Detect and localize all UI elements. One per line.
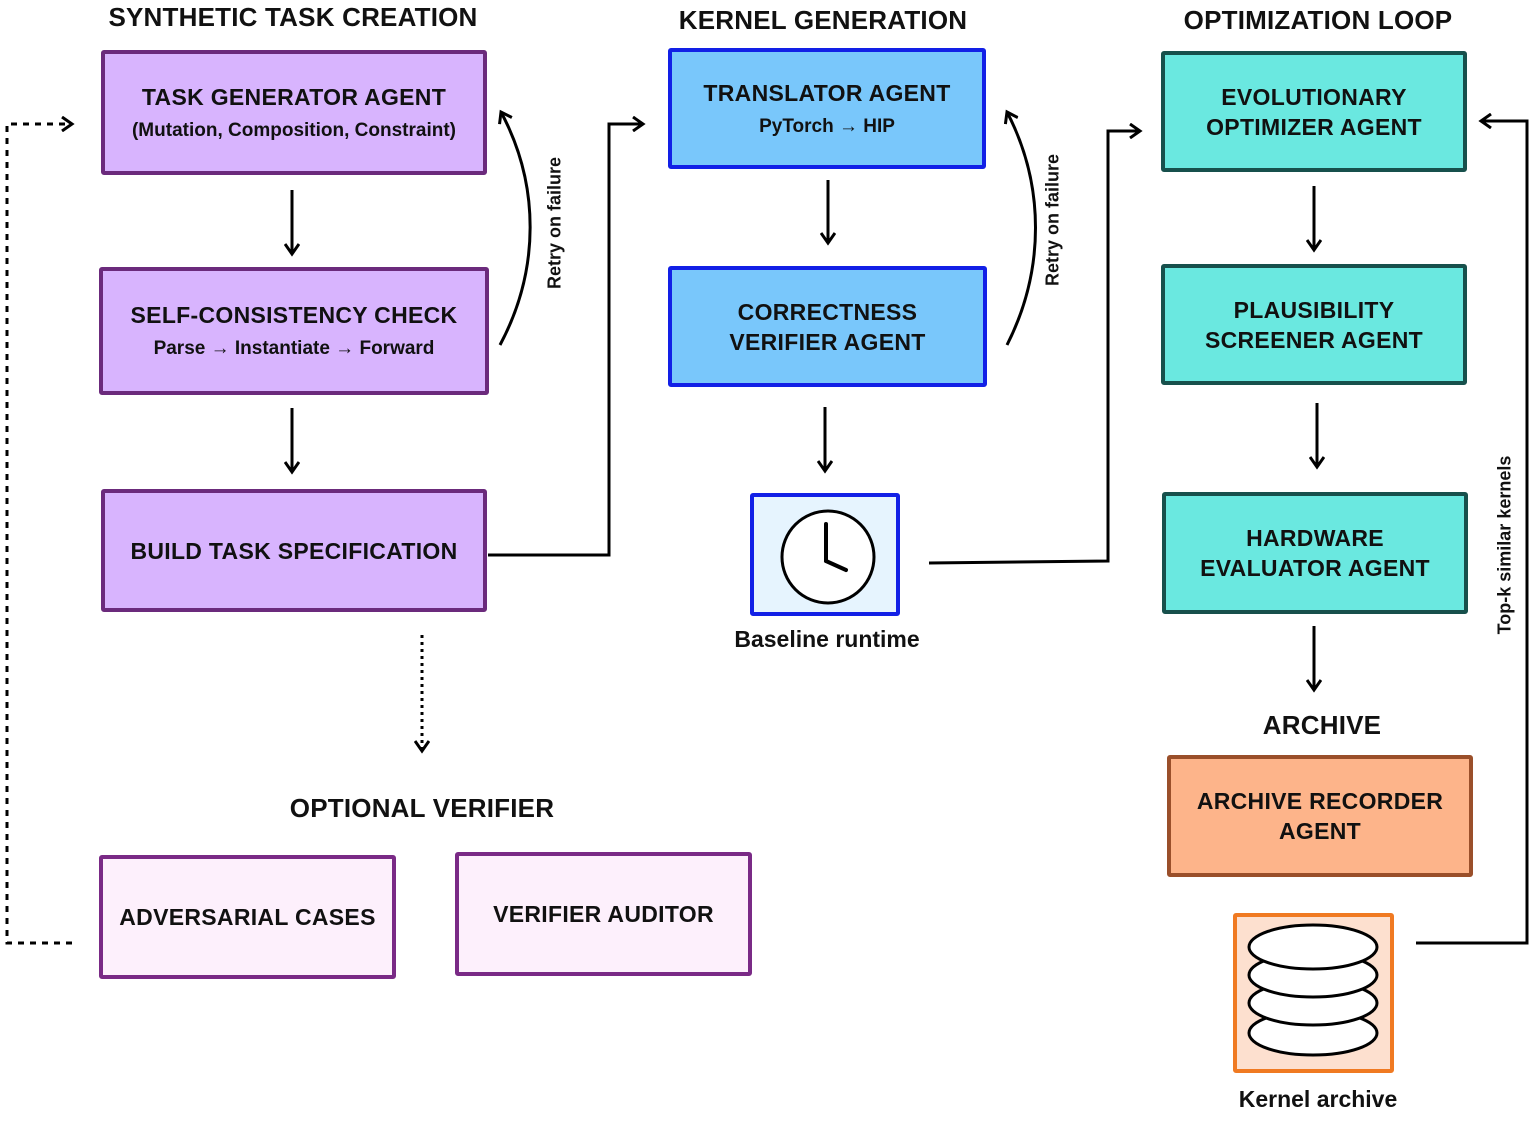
archive-recorder-title: ARCHIVE RECORDER AGENT [1196,788,1444,844]
retry-curve-kernel-generation [1007,112,1037,346]
arrow-topk-to-evolutionary [1416,121,1529,945]
self-consistency-check-node[interactable]: SELF-CONSISTENCY CHECK Parse → Instantia… [99,267,489,395]
evolutionary-optimizer-agent-node[interactable]: EVOLUTIONARY OPTIMIZER AGENT [1161,51,1467,172]
evolutionary-optimizer-title: EVOLUTIONARY OPTIMIZER AGENT [1206,83,1422,140]
adversarial-cases-title: ADVERSARIAL CASES [119,904,376,930]
database-icon [1247,923,1379,1057]
heading-archive: ARCHIVE [1262,710,1382,740]
correctness-verifier-agent-node[interactable]: CORRECTNESS VERIFIER AGENT [668,266,987,387]
self-consistency-subtitle: Parse → Instantiate → Forward [153,338,435,359]
kernel-archive-caption: Kernel archive [1238,1086,1398,1112]
retry-curve-task-creation [500,112,532,346]
kernel-archive-database-box [1233,913,1394,1073]
heading-optional-verifier: OPTIONAL VERIFIER [289,793,555,823]
dotted-loop-to-task-generator [5,124,72,945]
top-k-similar-kernels-label: Top-k similar kernels [1494,455,1515,635]
task-generator-subtitle: (Mutation, Composition, Constraint) [131,119,456,141]
plausibility-screener-title: PLAUSIBILITY SCREENER AGENT [1204,296,1424,353]
arrow-baseline-to-evolutionary [928,131,1140,565]
baseline-runtime-clock-box [750,493,900,616]
translator-title: TRANSLATOR AGENT [703,79,951,106]
retry-on-failure-label-1: Retry on failure [544,156,565,290]
archive-recorder-agent-node[interactable]: ARCHIVE RECORDER AGENT [1167,755,1473,877]
verifier-auditor-title: VERIFIER AUDITOR [493,901,714,927]
translator-agent-node[interactable]: TRANSLATOR AGENT PyTorch → HIP [668,48,986,169]
heading-kernel-generation: KERNEL GENERATION [678,5,968,35]
arrow-build-to-translator [488,124,643,557]
hardware-evaluator-title: HARDWARE EVALUATOR AGENT [1200,525,1430,581]
clock-icon [780,509,876,605]
retry-on-failure-label-2: Retry on failure [1042,153,1063,287]
baseline-runtime-caption: Baseline runtime [734,626,920,652]
translator-subtitle: PyTorch → HIP [759,115,895,137]
correctness-verifier-title: CORRECTNESS VERIFIER AGENT [729,298,926,355]
verifier-auditor-node[interactable]: VERIFIER AUDITOR [455,852,752,976]
self-consistency-title: SELF-CONSISTENCY CHECK [130,302,458,328]
task-generator-title: TASK GENERATOR AGENT [141,83,447,110]
build-task-specification-title: BUILD TASK SPECIFICATION [130,537,458,564]
heading-synthetic-task-creation: SYNTHETIC TASK CREATION [108,2,478,32]
heading-optimization-loop: OPTIMIZATION LOOP [1183,5,1453,35]
plausibility-screener-agent-node[interactable]: PLAUSIBILITY SCREENER AGENT [1161,264,1467,385]
task-generator-agent-node[interactable]: TASK GENERATOR AGENT (Mutation, Composit… [101,50,487,175]
build-task-specification-node[interactable]: BUILD TASK SPECIFICATION [101,489,487,612]
hardware-evaluator-agent-node[interactable]: HARDWARE EVALUATOR AGENT [1162,492,1468,614]
adversarial-cases-node[interactable]: ADVERSARIAL CASES [99,855,396,979]
